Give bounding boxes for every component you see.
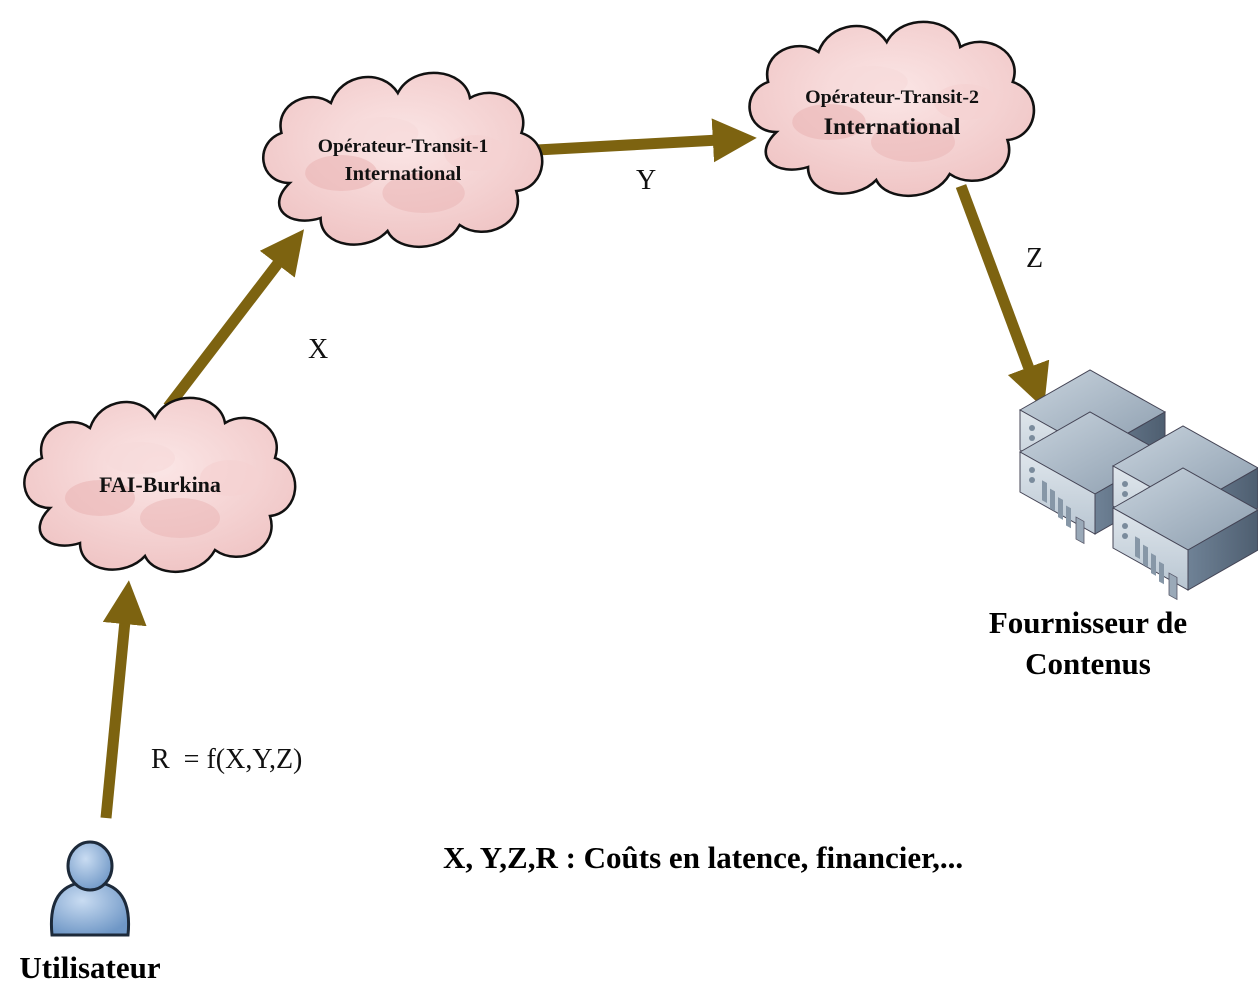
arrow-transit1-to-transit2 [536, 118, 757, 163]
cloud-transit-1: Opérateur-Transit-1 International [261, 71, 544, 249]
server-rack-icon [1019, 369, 1258, 600]
cost-formula: R = f(X,Y,Z) [151, 744, 302, 775]
transit2-line2: International [824, 114, 961, 139]
provider-label-line1: Fournisseur de [989, 605, 1187, 640]
edge-label-x: X [308, 334, 328, 365]
user-label: Utilisateur [19, 950, 160, 985]
transit1-line1: Opérateur-Transit-1 [318, 136, 488, 157]
cost-legend: X, Y,Z,R : Coûts en latence, financier,.… [443, 840, 963, 875]
cloud-fai-burkina: FAI-Burkina [23, 396, 297, 574]
arrow-user-to-fai [100, 580, 147, 819]
cloud-transit-2: Opérateur-Transit-2 International [748, 20, 1036, 198]
user-icon [49, 840, 131, 937]
transit2-line1: Opérateur-Transit-2 [805, 87, 979, 107]
cloud-icon [261, 71, 544, 249]
cloud-icon [748, 20, 1036, 198]
provider-label-line2: Contenus [1025, 646, 1151, 681]
edge-label-y: Y [636, 165, 656, 196]
arrow-transit2-to-provider [955, 184, 1050, 409]
fai-label: FAI-Burkina [99, 472, 221, 497]
arrow-fai-to-transit1 [163, 229, 305, 411]
edge-label-z: Z [1026, 243, 1043, 274]
transit1-line2: International [345, 163, 462, 185]
